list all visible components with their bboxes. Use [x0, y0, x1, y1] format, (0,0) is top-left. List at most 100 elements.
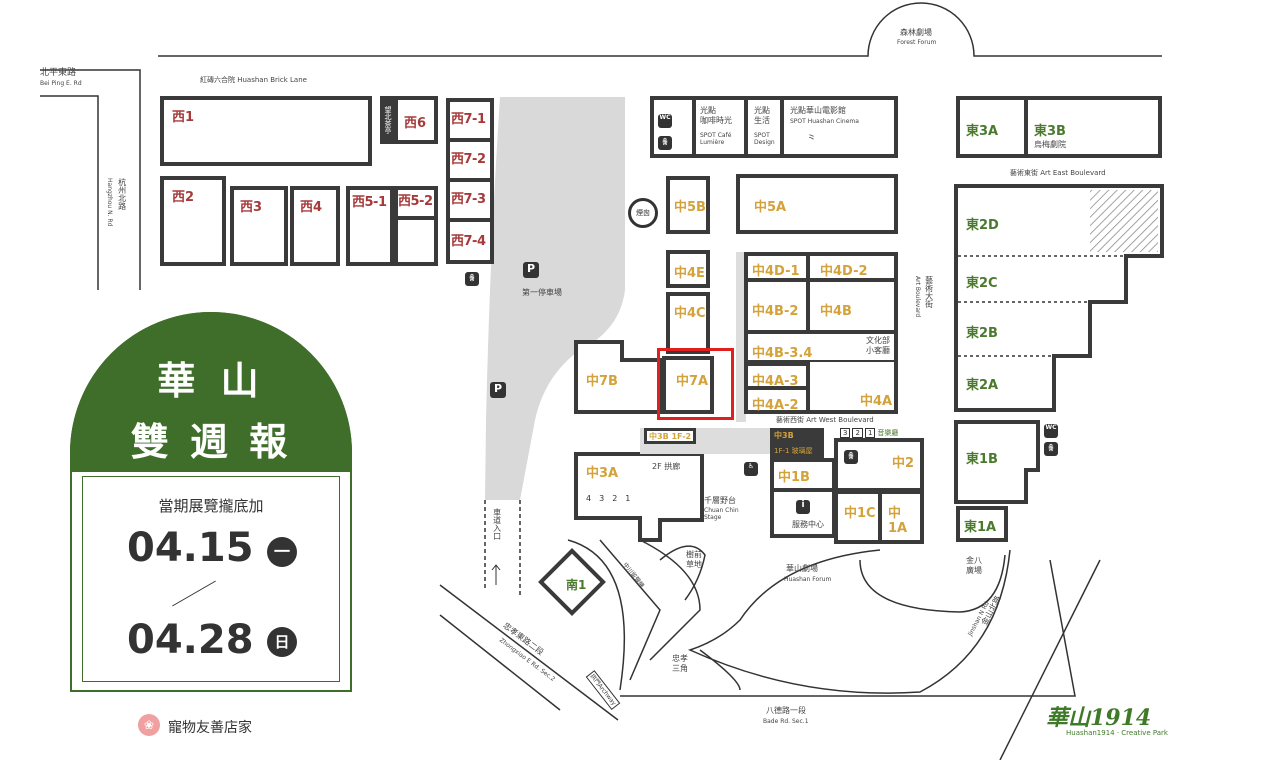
building-middle-4a[interactable]: 中4A — [806, 362, 898, 414]
label: 中4B-2 — [752, 304, 799, 319]
building-east-3a[interactable]: 東3A — [956, 96, 1028, 158]
building-middle-4c[interactable]: 中4C — [666, 292, 710, 354]
building-middle-4b-2[interactable]: 中4B-2 — [744, 278, 810, 334]
building-middle-1b[interactable]: 中1B — [770, 458, 836, 492]
building-west-7-1[interactable]: 西7-1 — [451, 112, 486, 127]
label: 中4C — [674, 306, 706, 321]
parking-lot-area — [485, 97, 625, 500]
building-middle-7a[interactable]: 中7A — [662, 356, 714, 414]
building-west-7-3[interactable]: 西7-3 — [451, 192, 486, 207]
label: 中4A-3 — [752, 374, 799, 389]
south-1-block — [538, 548, 606, 616]
label: 中4A-2 — [752, 398, 799, 413]
panel-subtitle: 當期展覽攏底加 — [158, 497, 264, 515]
road-art-west: 藝術西街 Art West Boulevard — [776, 416, 874, 424]
building-east-1a[interactable]: 東1A — [956, 506, 1008, 542]
parking-icon: P — [523, 262, 539, 278]
building-middle-4a-2[interactable]: 中4A-2 — [744, 386, 810, 414]
room[interactable]: 4 — [586, 494, 592, 503]
building-west-2[interactable]: 西2 — [160, 176, 226, 266]
divider — [450, 178, 490, 182]
info-icon: i — [796, 500, 810, 514]
building-west-3[interactable]: 西3 — [230, 186, 288, 266]
building-middle-1a[interactable]: 中1A — [878, 490, 924, 544]
spot-cafe-en: SPOT Café Lumière — [700, 132, 732, 147]
spot-cafe[interactable]: 光點 咖啡時光 — [700, 106, 732, 125]
corridor-2f: 2F 拱廊 — [652, 462, 681, 471]
building-middle-4d-1[interactable]: 中4D-1 — [744, 252, 810, 282]
room[interactable]: 1 — [864, 428, 876, 438]
label: 西6 — [404, 116, 427, 131]
road-hangzhou-en: Hangzhou N. Rd — [106, 178, 114, 227]
label: 中2 — [892, 456, 915, 471]
panel-dates: 當期展覽攏底加 04.15 一 04.28 日 — [82, 476, 340, 682]
road-art-blvd: 藝術大街 — [924, 276, 934, 308]
road-hangzhou: 杭州北路 — [117, 178, 127, 210]
forum-name-en: Huashan Forum — [784, 576, 832, 583]
label: 中4B — [820, 304, 852, 319]
room[interactable]: 2 — [852, 428, 863, 438]
building-west-5-1[interactable]: 西5-1 — [346, 186, 394, 266]
building-east-2b[interactable]: 東2B — [966, 326, 998, 341]
building-middle-5b[interactable]: 中5B — [666, 176, 710, 234]
label: 中3B — [774, 431, 794, 440]
spot-design-en: SPOT Design — [754, 132, 775, 147]
building-middle-1c[interactable]: 中1C — [834, 490, 882, 544]
label: 中4A — [860, 394, 893, 409]
building-west-7-4[interactable]: 西7-4 — [451, 234, 486, 249]
room[interactable]: 1 — [625, 494, 631, 503]
music-hall-label: 音樂廳 — [877, 429, 899, 437]
building-middle-7b-label[interactable]: 中7B — [586, 374, 618, 389]
spot-cinema-en: SPOT Huashan Cinema — [790, 118, 859, 125]
building-middle-3a-label[interactable]: 中3A — [586, 466, 619, 481]
building-middle-4d-2[interactable]: 中4D-2 — [806, 252, 898, 282]
building-west-6[interactable]: 西6 — [394, 96, 438, 144]
spot-design[interactable]: 光點 生活 — [754, 106, 770, 125]
building-east-1b[interactable]: 東1B — [966, 452, 998, 467]
label: 中5B — [674, 200, 706, 215]
label: 西3 — [240, 200, 263, 215]
road-brick-lane: 紅磚六合院 Huashan Brick Lane — [200, 76, 307, 84]
building-west-4[interactable]: 西4 — [290, 186, 340, 266]
restroom-icon: ꆜ — [658, 136, 672, 150]
label: 中4E — [674, 266, 705, 281]
building-west-1[interactable]: 西1 — [160, 96, 372, 166]
building-south-1[interactable]: 南1 — [566, 578, 587, 592]
label: 中1C — [844, 506, 876, 521]
restroom-icon: ꆜ — [465, 272, 479, 286]
weekday-to: 日 — [267, 627, 297, 657]
building-middle-3b-1f-2[interactable]: 中3B 1F-2 — [644, 428, 696, 444]
building-east-2a[interactable]: 東2A — [966, 378, 999, 393]
road-bade: 八德路一段 — [766, 706, 806, 715]
building-middle-4b[interactable]: 中4B — [806, 278, 898, 334]
room[interactable]: 2 — [612, 494, 618, 503]
building-middle-5a[interactable]: 中5A — [736, 174, 898, 234]
panel-title-2: 雙 週 報 — [130, 420, 292, 464]
building-east-2d[interactable]: 東2D — [966, 218, 999, 233]
label: 東3A — [966, 124, 999, 139]
building-east-2c[interactable]: 東2C — [966, 276, 998, 291]
building-west-7-column: 西7-1 西7-2 西7-3 西7-4 — [446, 98, 494, 264]
building-west-7-2[interactable]: 西7-2 — [451, 152, 486, 167]
room[interactable]: 3 — [599, 494, 605, 503]
building-middle-4e[interactable]: 中4E — [666, 250, 710, 288]
driveway-entrance: 車道入口 — [492, 508, 502, 540]
spot-cinema[interactable]: 光點華山電影館 — [790, 106, 846, 115]
room[interactable]: 3 — [840, 428, 851, 438]
label: 西5-2 — [398, 194, 433, 209]
building-west-5-2[interactable]: 西5-2 — [394, 186, 438, 266]
road-art-blvd-en: Art Boulevard — [914, 276, 922, 318]
road-beiping-en: Bei Ping E. Rd — [40, 80, 82, 87]
label: 西1 — [172, 110, 195, 125]
divider — [398, 216, 434, 220]
road-beiping: 北平東路 — [40, 68, 77, 78]
label: 中4D-2 — [820, 264, 868, 279]
restroom-icon: ꆜ — [1044, 442, 1058, 456]
